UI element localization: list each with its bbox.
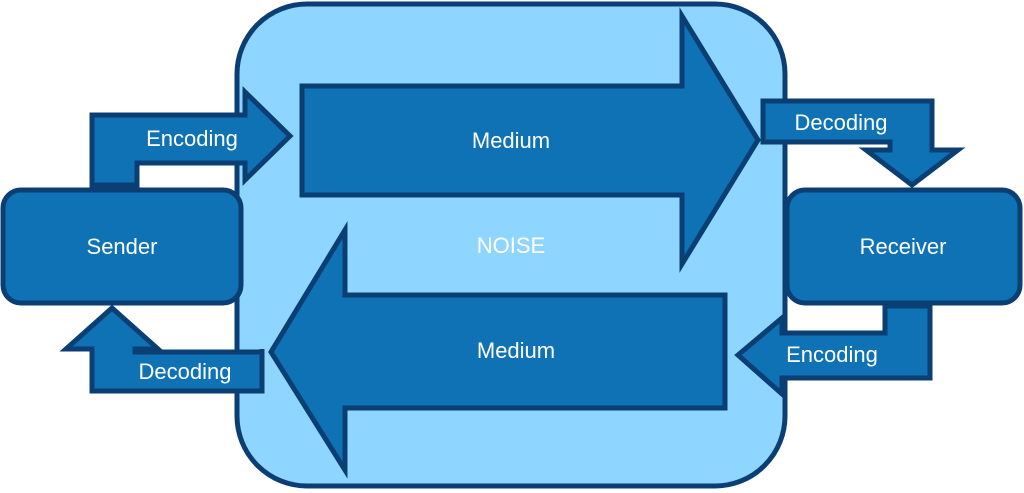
decoding-sender-label: Decoding xyxy=(139,359,232,384)
encoding-sender-label: Encoding xyxy=(146,126,238,151)
sender-label: Sender xyxy=(87,234,158,259)
encoding-arrow-sender xyxy=(89,86,294,188)
medium-arrow-right xyxy=(299,7,761,273)
medium-bottom-label: Medium xyxy=(477,338,555,363)
decoding-receiver-label: Decoding xyxy=(795,110,888,135)
encoding-receiver-label: Encoding xyxy=(786,342,878,367)
noise-label: NOISE xyxy=(477,233,545,258)
encoding-arrow-receiver xyxy=(734,303,933,400)
receiver-label: Receiver xyxy=(860,234,947,259)
sender-box xyxy=(0,187,244,306)
medium-top-label: Medium xyxy=(472,128,550,153)
decoding-arrow-sender xyxy=(59,304,265,394)
receiver-box xyxy=(784,187,1023,306)
medium-arrow-left xyxy=(268,221,728,479)
decoding-arrow-receiver xyxy=(760,98,966,189)
